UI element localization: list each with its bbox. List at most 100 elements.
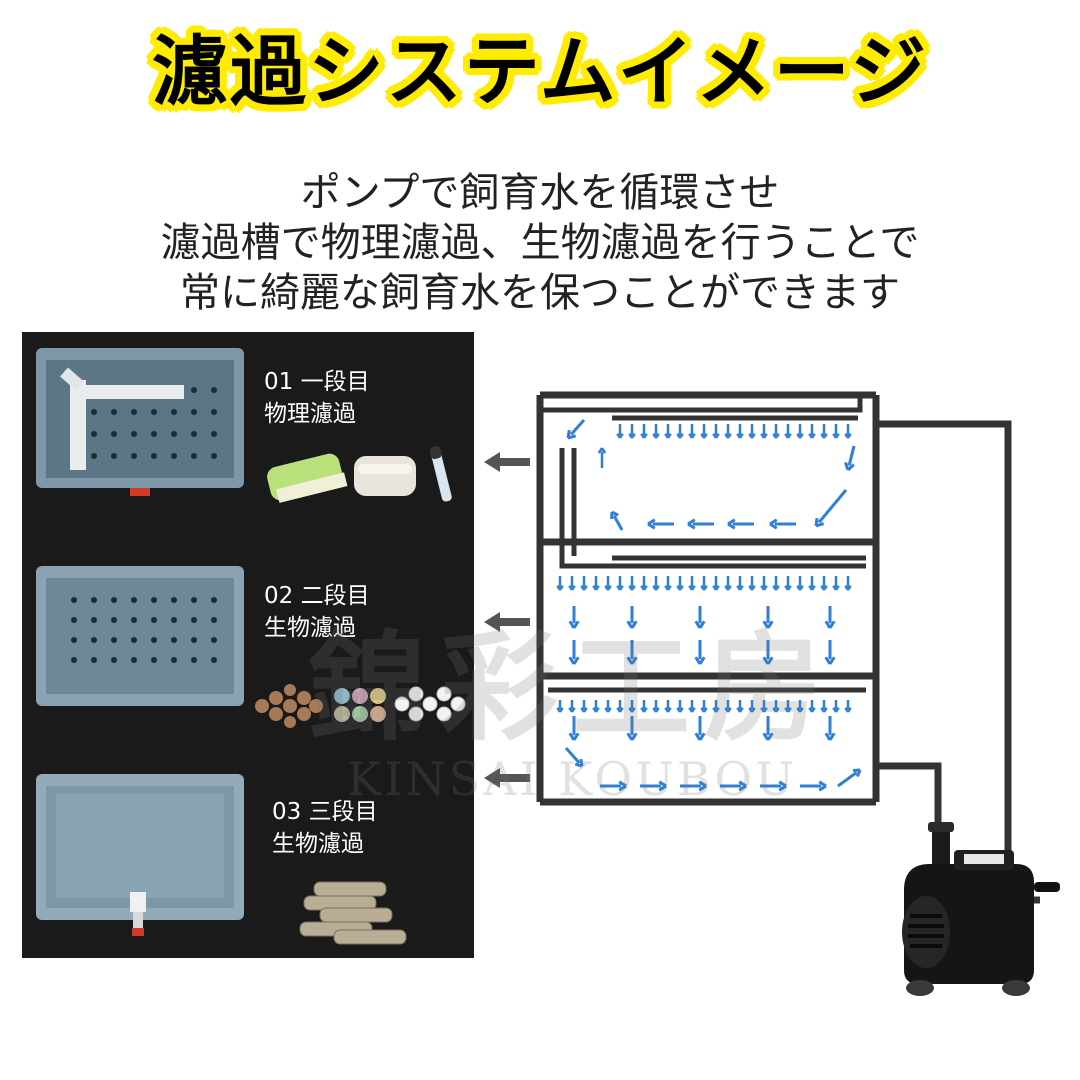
flow-arrowhead — [592, 707, 600, 713]
flow-arrowhead — [566, 429, 577, 440]
flow-arrowhead — [647, 518, 656, 530]
flow-arrowhead — [568, 707, 576, 713]
flow-arrowhead — [616, 433, 624, 439]
flow-arrowhead — [676, 433, 684, 439]
flow-arrowhead — [738, 780, 747, 792]
stage-1-filter-media — [267, 446, 452, 503]
flow-arrowhead — [748, 585, 756, 591]
description-line: ポンプで飼育水を循環させ — [300, 170, 780, 216]
flow-arrowhead — [784, 433, 792, 439]
flow-arrowhead — [700, 585, 708, 591]
flow-arrow — [564, 747, 581, 764]
stage-pointer-arrows — [484, 452, 530, 788]
flow-arrowhead — [628, 585, 636, 591]
description-line: 常に綺麗な飼育水を保つことができます — [180, 270, 900, 316]
flow-arrowhead — [676, 585, 684, 591]
flow-arrowhead — [580, 707, 588, 713]
flow-arrowhead — [640, 707, 648, 713]
flow-arrowhead — [760, 585, 768, 591]
flow-arrowhead — [664, 433, 672, 439]
flow-arrowhead — [762, 656, 774, 665]
flow-arrowhead — [814, 517, 825, 528]
flow-arrowhead — [736, 433, 744, 439]
flow-arrowhead — [748, 707, 756, 713]
flow-arrowhead — [664, 707, 672, 713]
stage-2-number-label: 02 二段目 — [264, 583, 370, 609]
flow-arrowhead — [568, 732, 580, 741]
stage-2-type-label: 生物濾過 — [264, 615, 356, 641]
flow-arrowhead — [616, 585, 624, 591]
page-title: 濾過システムイメージ — [151, 27, 929, 116]
flow-arrowhead — [640, 585, 648, 591]
flow-arrowhead — [820, 707, 828, 713]
flow-arrowhead — [748, 433, 756, 439]
flow-arrowhead — [832, 707, 840, 713]
flow-arrowhead — [784, 585, 792, 591]
flow-arrowhead — [762, 620, 774, 629]
flow-arrowhead — [698, 780, 707, 792]
flow-arrowhead — [688, 433, 696, 439]
flow-arrowhead — [694, 620, 706, 629]
flow-arrowhead — [844, 433, 852, 439]
description: ポンプで飼育水を循環させ 濾過槽で物理濾過、生物濾過を行うことで 常に綺麗な飼育… — [0, 168, 1080, 318]
flow-arrowhead — [652, 433, 660, 439]
filter-stage-panel: 01 一段目 物理濾過 02 二段目 生物濾過 — [22, 332, 474, 958]
stage-1-tray-illustration — [36, 348, 244, 496]
water-pump-illustration — [902, 822, 1060, 996]
flow-arrowhead — [712, 433, 720, 439]
flow-arrowhead — [820, 433, 828, 439]
stage-1-type-label: 物理濾過 — [264, 401, 356, 427]
flow-arrowhead — [676, 707, 684, 713]
stage-3-number-label: 03 三段目 — [272, 799, 378, 825]
flow-arrowhead — [618, 780, 627, 792]
flow-arrowhead — [568, 620, 580, 629]
flow-arrowhead — [769, 518, 778, 530]
flow-arrow — [570, 419, 586, 436]
flow-arrowhead — [844, 707, 852, 713]
inner-pipe — [559, 448, 866, 569]
flow-arrowhead — [784, 707, 792, 713]
flow-arrow — [817, 489, 848, 524]
flow-arrowhead — [574, 758, 584, 768]
flow-arrowhead — [724, 707, 732, 713]
flow-arrowhead — [724, 585, 732, 591]
flow-arrowhead — [580, 585, 588, 591]
flow-arrowhead — [824, 656, 836, 665]
flow-arrowhead — [687, 518, 696, 530]
flow-arrowhead — [604, 707, 612, 713]
flow-arrowhead — [700, 707, 708, 713]
water-flow-arrows — [556, 419, 862, 792]
flow-arrowhead — [597, 447, 607, 454]
flow-arrowhead — [568, 656, 580, 665]
flow-arrowhead — [658, 780, 667, 792]
flow-arrowhead — [700, 433, 708, 439]
stage-3-type-label: 生物濾過 — [272, 831, 364, 857]
flow-arrowhead — [808, 585, 816, 591]
flow-arrowhead — [772, 707, 780, 713]
description-line: 濾過槽で物理濾過、生物濾過を行うことで — [160, 220, 920, 266]
flow-arrow — [847, 445, 856, 466]
flow-arrowhead — [844, 585, 852, 591]
flow-arrowhead — [832, 433, 840, 439]
flow-arrowhead — [844, 461, 855, 472]
flow-arrowhead — [852, 768, 862, 778]
flow-arrowhead — [556, 707, 564, 713]
flow-arrowhead — [824, 732, 836, 741]
flow-arrowhead — [604, 585, 612, 591]
flow-arrowhead — [556, 585, 564, 591]
flow-arrowhead — [652, 585, 660, 591]
flow-arrowhead — [694, 732, 706, 741]
flow-arrowhead — [724, 433, 732, 439]
watermark-latin: KINSAI KOUBOU — [346, 752, 798, 806]
flow-arrowhead — [808, 707, 816, 713]
stage-2-tray-illustration — [36, 566, 244, 706]
flow-arrowhead — [712, 707, 720, 713]
flow-arrowhead — [712, 585, 720, 591]
stage-1-number-label: 01 一段目 — [264, 369, 370, 395]
flow-arrowhead — [772, 585, 780, 591]
flow-arrowhead — [628, 433, 636, 439]
flow-arrowhead — [772, 433, 780, 439]
stage-3-tray-illustration — [36, 774, 244, 936]
flow-arrowhead — [616, 707, 624, 713]
